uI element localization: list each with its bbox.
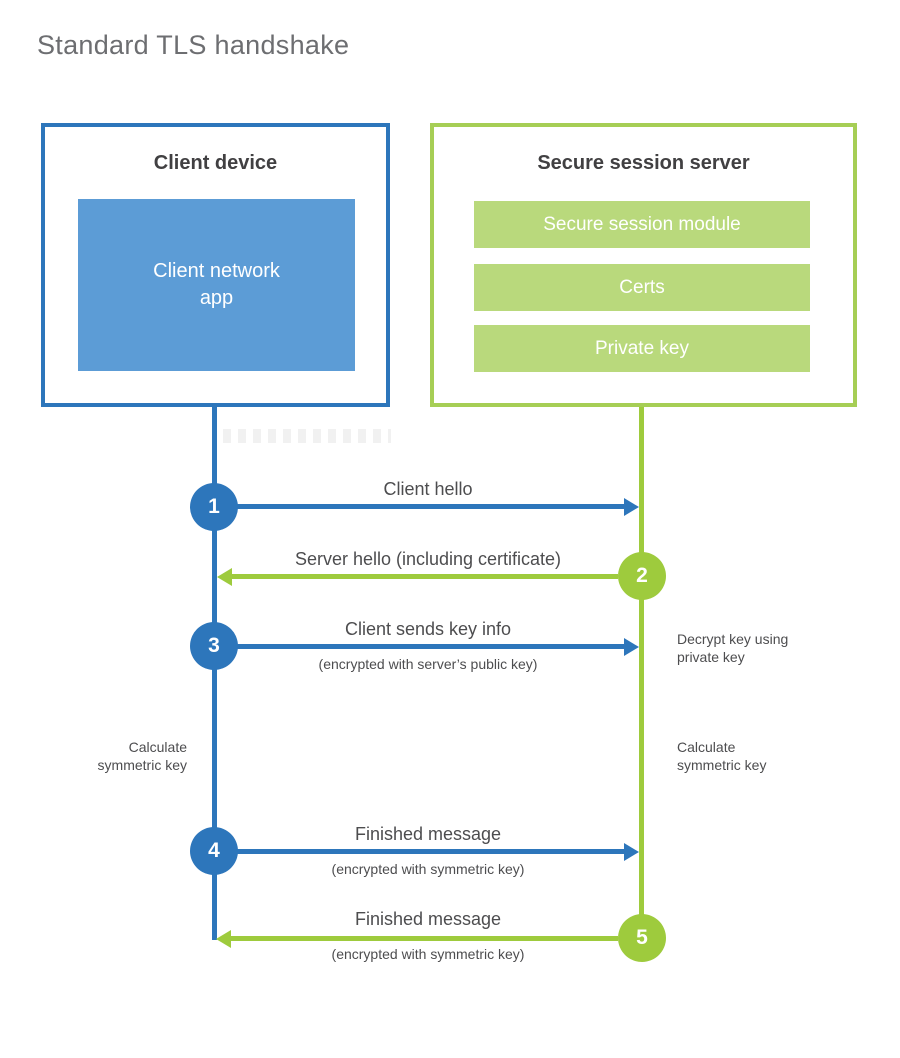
message-label-finished-client: Finished message	[354, 824, 502, 844]
arrow-right-icon	[624, 498, 639, 516]
arrow-key-info	[236, 644, 625, 649]
arrow-right-icon	[624, 638, 639, 656]
note-calculate-symmetric-key-server: Calculate symmetric key	[677, 739, 767, 773]
note-decrypt-key: Decrypt key using private key	[677, 631, 789, 665]
message-label-finished-server: Finished message	[354, 909, 502, 929]
arrow-finished-server	[231, 936, 618, 941]
message-sub-key-info: (encrypted with server’s public key)	[318, 656, 538, 672]
client-lifeline	[212, 407, 217, 940]
page-title: Standard TLS handshake	[37, 30, 350, 60]
message-sub-finished-server: (encrypted with symmetric key)	[331, 946, 525, 962]
server-module-private-key: Private key	[474, 325, 810, 372]
message-label-key-info: Client sends key info	[344, 619, 512, 639]
note-calculate-symmetric-key-client: Calculate symmetric key	[97, 739, 187, 773]
arrow-left-icon	[217, 568, 232, 586]
client-network-app-box: Client network app	[78, 199, 355, 371]
step-circle-2: 2	[618, 552, 666, 600]
server-module-secure-session: Secure session module	[474, 201, 810, 248]
message-label-server-hello: Server hello (including certificate)	[294, 549, 562, 569]
arrow-finished-client	[236, 849, 625, 854]
arrow-client-hello	[236, 504, 625, 509]
step-circle-3: 3	[190, 622, 238, 670]
step-circle-1: 1	[190, 483, 238, 531]
arrow-right-icon	[624, 843, 639, 861]
arrow-server-hello	[232, 574, 618, 579]
step-circle-5: 5	[618, 914, 666, 962]
message-sub-finished-client: (encrypted with symmetric key)	[331, 861, 525, 877]
server-module-certs: Certs	[474, 264, 810, 311]
step-circle-4: 4	[190, 827, 238, 875]
client-device-title: Client device	[153, 152, 278, 174]
server-lifeline	[639, 407, 644, 938]
faint-dashed-line	[223, 429, 391, 443]
server-title: Secure session server	[537, 152, 750, 174]
message-label-client-hello: Client hello	[383, 479, 473, 499]
arrow-left-icon	[216, 930, 231, 948]
